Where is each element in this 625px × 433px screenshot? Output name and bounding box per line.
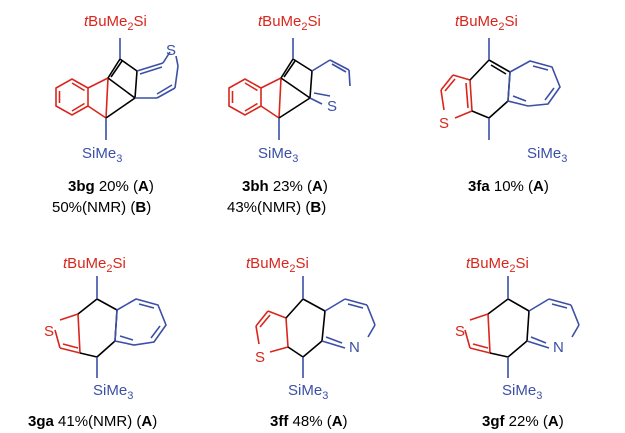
top-silyl-label: tBuMe2Si <box>246 255 309 275</box>
sulfur-atom: S <box>44 323 54 340</box>
structure-3ga <box>54 276 167 378</box>
sulfur-atom: S <box>455 323 465 340</box>
structure-3fa <box>440 38 561 140</box>
compound-label-3ff: 3ff 48% (A) <box>270 413 348 430</box>
sulfur-atom: S <box>439 115 449 132</box>
compound-yield-3bg: 50%(NMR) (B) <box>52 199 151 216</box>
bottom-silyl-label: SiMe3 <box>527 145 567 165</box>
structure-3ff <box>255 276 376 378</box>
bottom-silyl-label: SiMe3 <box>258 145 298 165</box>
bottom-silyl-label: SiMe3 <box>93 382 133 402</box>
compound-yield-3bh: 43%(NMR) (B) <box>227 199 326 216</box>
top-silyl-label: tBuMe2Si <box>63 255 126 275</box>
bottom-silyl-label: SiMe3 <box>288 382 328 402</box>
top-silyl-label: tBuMe2Si <box>466 255 529 275</box>
thiophene-ring-blue <box>105 38 179 140</box>
top-silyl-label: tBuMe2Si <box>84 13 147 33</box>
structure-3bh <box>228 38 351 140</box>
sulfur-atom: S <box>166 42 176 59</box>
compound-label-3bh: 3bh 23% (A) <box>242 178 328 195</box>
compound-label-3bg: 3bg 20% (A) <box>68 178 154 195</box>
nitrogen-atom: N <box>553 339 564 356</box>
structure-3bg <box>55 38 179 140</box>
bottom-silyl-label: SiMe3 <box>502 382 542 402</box>
bottom-silyl-label: SiMe3 <box>82 145 122 165</box>
benzene-ring-red <box>55 77 109 119</box>
compound-label-3ga: 3ga 41%(NMR) (A) <box>28 413 157 430</box>
compound-label-3fa: 3fa 10% (A) <box>468 178 549 195</box>
compound-label-3gf: 3gf 22% (A) <box>482 413 564 430</box>
pentalene-core-black <box>105 58 138 119</box>
top-silyl-label: tBuMe2Si <box>455 13 518 33</box>
structure-3gf <box>464 276 580 378</box>
sulfur-atom: S <box>327 98 337 115</box>
nitrogen-atom: N <box>349 339 360 356</box>
sulfur-atom: S <box>255 349 265 366</box>
top-silyl-label: tBuMe2Si <box>258 13 321 33</box>
